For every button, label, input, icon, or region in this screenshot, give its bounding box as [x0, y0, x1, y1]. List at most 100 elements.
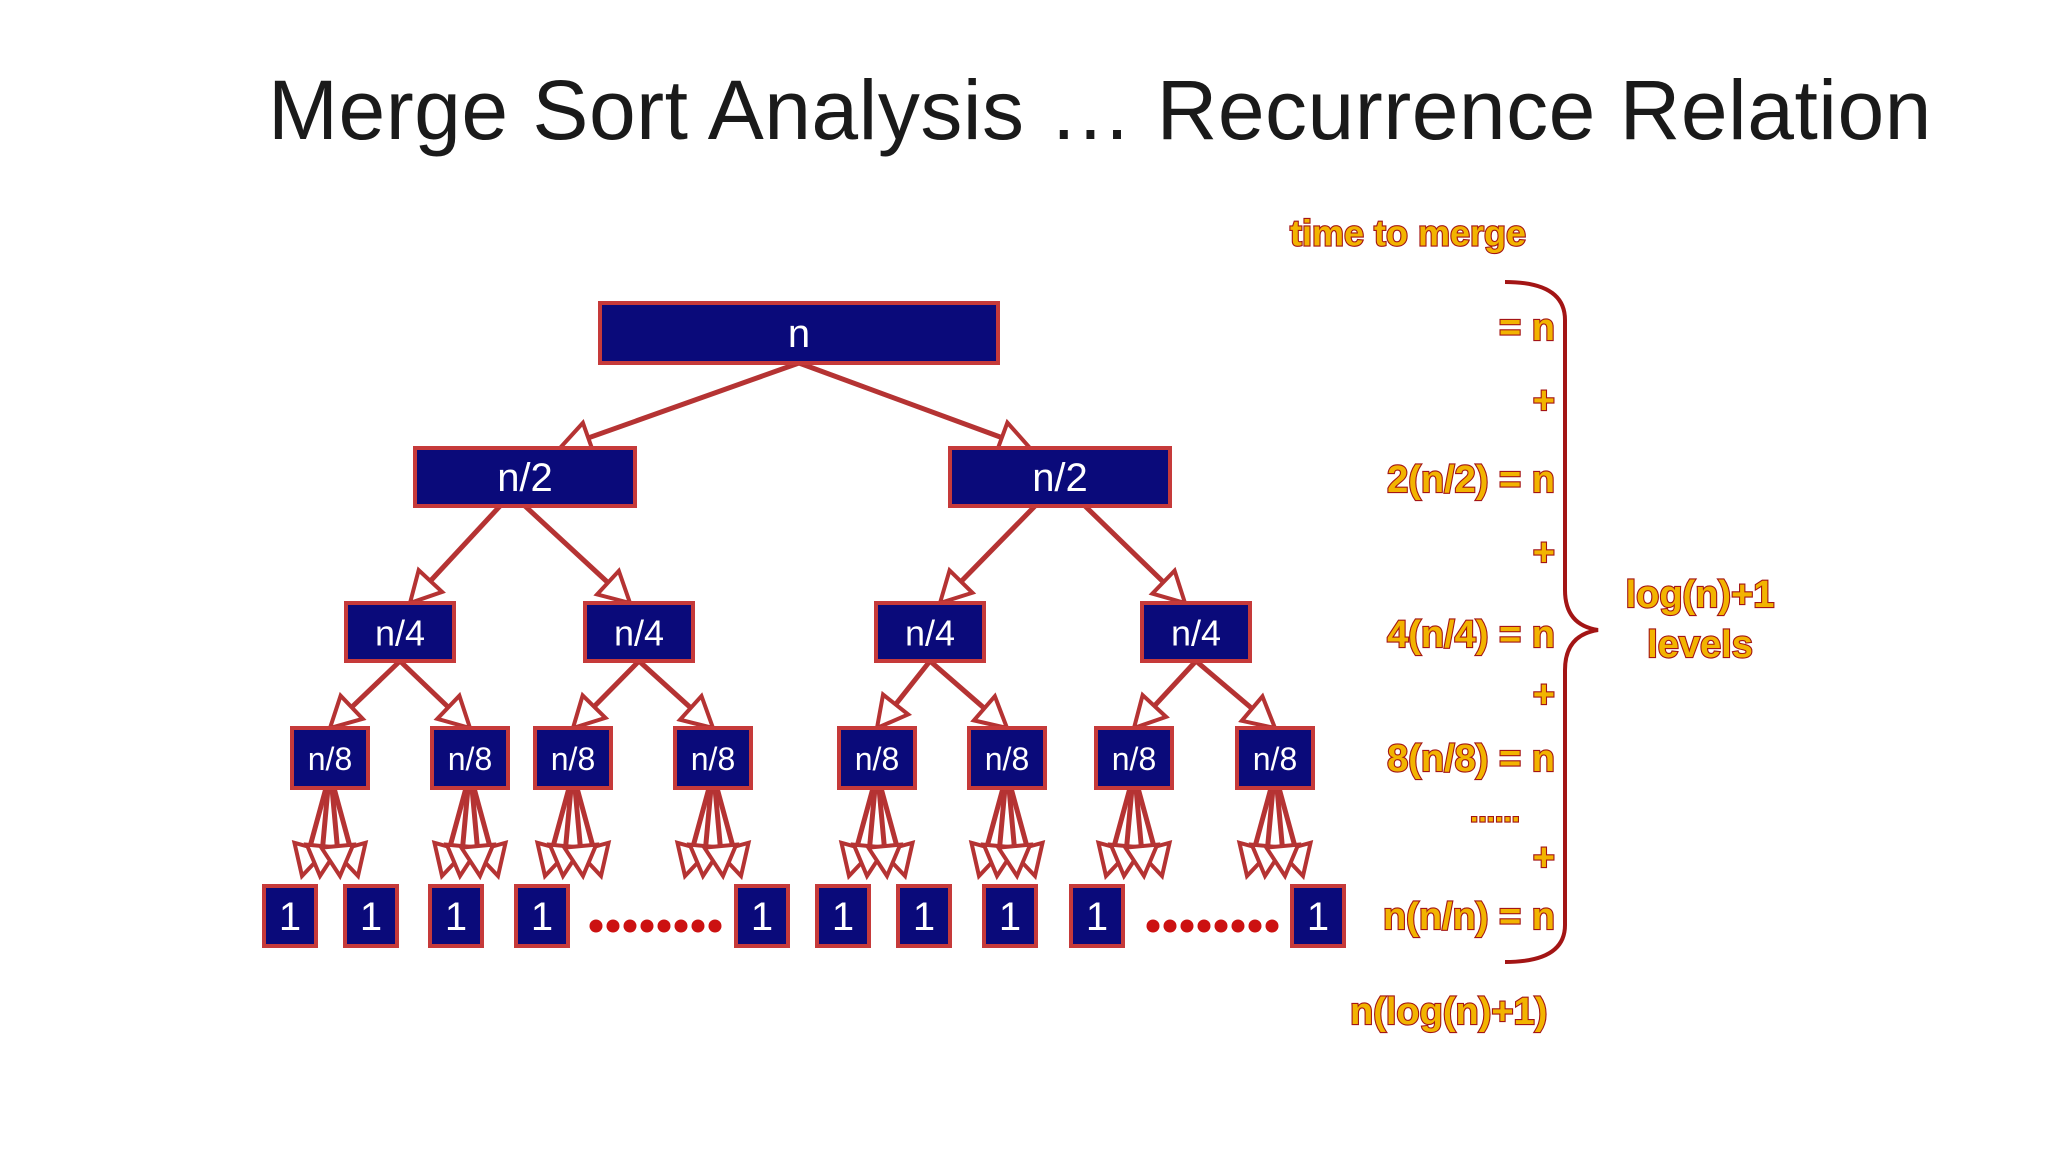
- tree-edge: [1135, 787, 1157, 848]
- tree-edge: [572, 787, 583, 847]
- tree-edge: [1124, 787, 1135, 847]
- edge-arrowhead: [593, 567, 634, 606]
- tree-edge: [690, 787, 712, 848]
- ellipsis-dot: [1163, 919, 1177, 933]
- merge-cost-row: = n: [1499, 307, 1555, 349]
- svg-text:n/8: n/8: [551, 741, 595, 777]
- leaf-node: 1: [982, 884, 1038, 948]
- node-level1: n/2: [413, 446, 637, 508]
- svg-text:n/8: n/8: [1112, 741, 1156, 777]
- tree-edge: [307, 787, 329, 848]
- tree-edge: [712, 787, 723, 847]
- tree-nodes: n n/2 n/2 n/4 n/4 n/4 n/4 n/8 n/8: [262, 301, 1346, 948]
- tree-edge: [320, 787, 331, 847]
- edge-arrowhead: [676, 692, 717, 731]
- tree-edge: [523, 504, 610, 585]
- tree-edge: [876, 787, 887, 847]
- tree-edge: [1252, 787, 1274, 848]
- tree-edge: [398, 659, 451, 710]
- svg-text:1: 1: [531, 895, 553, 939]
- node-level2: n/4: [874, 601, 986, 663]
- edge-arrowhead: [1121, 842, 1161, 881]
- tree-edge: [563, 787, 574, 847]
- tree-edge: [574, 787, 596, 848]
- edge-arrowhead: [874, 690, 913, 732]
- tree-edge: [928, 659, 987, 711]
- edge-arrowhead: [407, 566, 446, 607]
- tree-edge: [893, 659, 932, 707]
- edge-arrowhead: [994, 842, 1034, 881]
- merge-cost-row: 4(n/4) = n: [1387, 614, 1555, 656]
- tree-edge: [1133, 787, 1144, 847]
- tree-edge: [592, 659, 641, 709]
- tree-edge: [1194, 659, 1254, 711]
- leaf-node: 1: [734, 884, 790, 948]
- svg-text:1: 1: [445, 895, 467, 939]
- leaf-node: 1: [514, 884, 570, 948]
- svg-text:n/4: n/4: [375, 613, 425, 654]
- merge-cost-row: +: [1533, 532, 1555, 574]
- svg-text:n/8: n/8: [1253, 741, 1297, 777]
- svg-text:n: n: [788, 312, 810, 356]
- slide-title: Merge Sort Analysis … Recurrence Relatio…: [268, 63, 1932, 157]
- ellipsis-dot: [708, 919, 722, 933]
- merge-cost-row: +: [1533, 380, 1555, 422]
- tree-edge: [428, 504, 502, 583]
- node-level1: n/2: [948, 446, 1172, 508]
- svg-text:n/2: n/2: [1032, 456, 1088, 500]
- merge-cost-row: +: [1533, 674, 1555, 716]
- svg-text:1: 1: [751, 895, 773, 939]
- tree-edge: [587, 360, 800, 441]
- leaf-node: 1: [428, 884, 484, 948]
- edge-arrowhead: [1238, 692, 1279, 731]
- edge-arrowhead: [970, 692, 1011, 731]
- ellipsis-dot: [1214, 919, 1228, 933]
- edge-arrowhead: [560, 842, 600, 881]
- node-level2: n/4: [344, 601, 456, 663]
- levels-brace: [1504, 280, 1599, 964]
- tree-edge: [1006, 787, 1017, 847]
- tree-edge: [1276, 787, 1298, 848]
- svg-text:n/2: n/2: [497, 456, 553, 500]
- tree-edges: [291, 360, 1314, 881]
- svg-text:n/8: n/8: [448, 741, 492, 777]
- tree-edge: [1008, 787, 1030, 848]
- svg-text:n/8: n/8: [985, 741, 1029, 777]
- tree-edge: [984, 787, 1006, 848]
- tree-edge: [447, 787, 469, 848]
- node-level3: n/8: [533, 726, 613, 790]
- leaf-node: 1: [1290, 884, 1346, 948]
- tree-edge: [471, 787, 493, 848]
- leaf-node: 1: [815, 884, 871, 948]
- tree-edge: [703, 787, 714, 847]
- ellipsis-dot: [606, 919, 620, 933]
- node-level3: n/8: [290, 726, 370, 790]
- leaf-node: 1: [896, 884, 952, 948]
- tree-edge: [854, 787, 876, 848]
- merge-cost-row: n(n/n) = n: [1383, 896, 1555, 938]
- svg-text:n/4: n/4: [1171, 613, 1221, 654]
- node-level3: n/8: [837, 726, 917, 790]
- node-level3: n/8: [967, 726, 1047, 790]
- tree-edge: [798, 360, 1003, 440]
- node-level3: n/8: [673, 726, 753, 790]
- leaf-node: 1: [1069, 884, 1125, 948]
- svg-text:1: 1: [913, 895, 935, 939]
- svg-text:log(n)+1: log(n)+1: [1626, 574, 1775, 616]
- svg-text:1: 1: [1307, 895, 1329, 939]
- edge-arrowhead: [433, 691, 474, 731]
- tree-edge: [469, 787, 480, 847]
- node-root: n: [598, 301, 1000, 365]
- ellipsis-dot: [589, 919, 603, 933]
- svg-text:n/8: n/8: [855, 741, 899, 777]
- edge-arrowhead: [700, 842, 740, 881]
- tree-edge: [878, 787, 900, 848]
- tree-edge: [550, 787, 572, 848]
- svg-text:1: 1: [1086, 895, 1108, 939]
- edge-arrowhead: [1131, 691, 1170, 732]
- edge-arrowhead: [937, 566, 977, 607]
- edge-arrowhead: [1262, 842, 1302, 881]
- edge-arrowhead: [457, 842, 497, 881]
- tree-edge: [867, 787, 878, 847]
- svg-text:1: 1: [832, 895, 854, 939]
